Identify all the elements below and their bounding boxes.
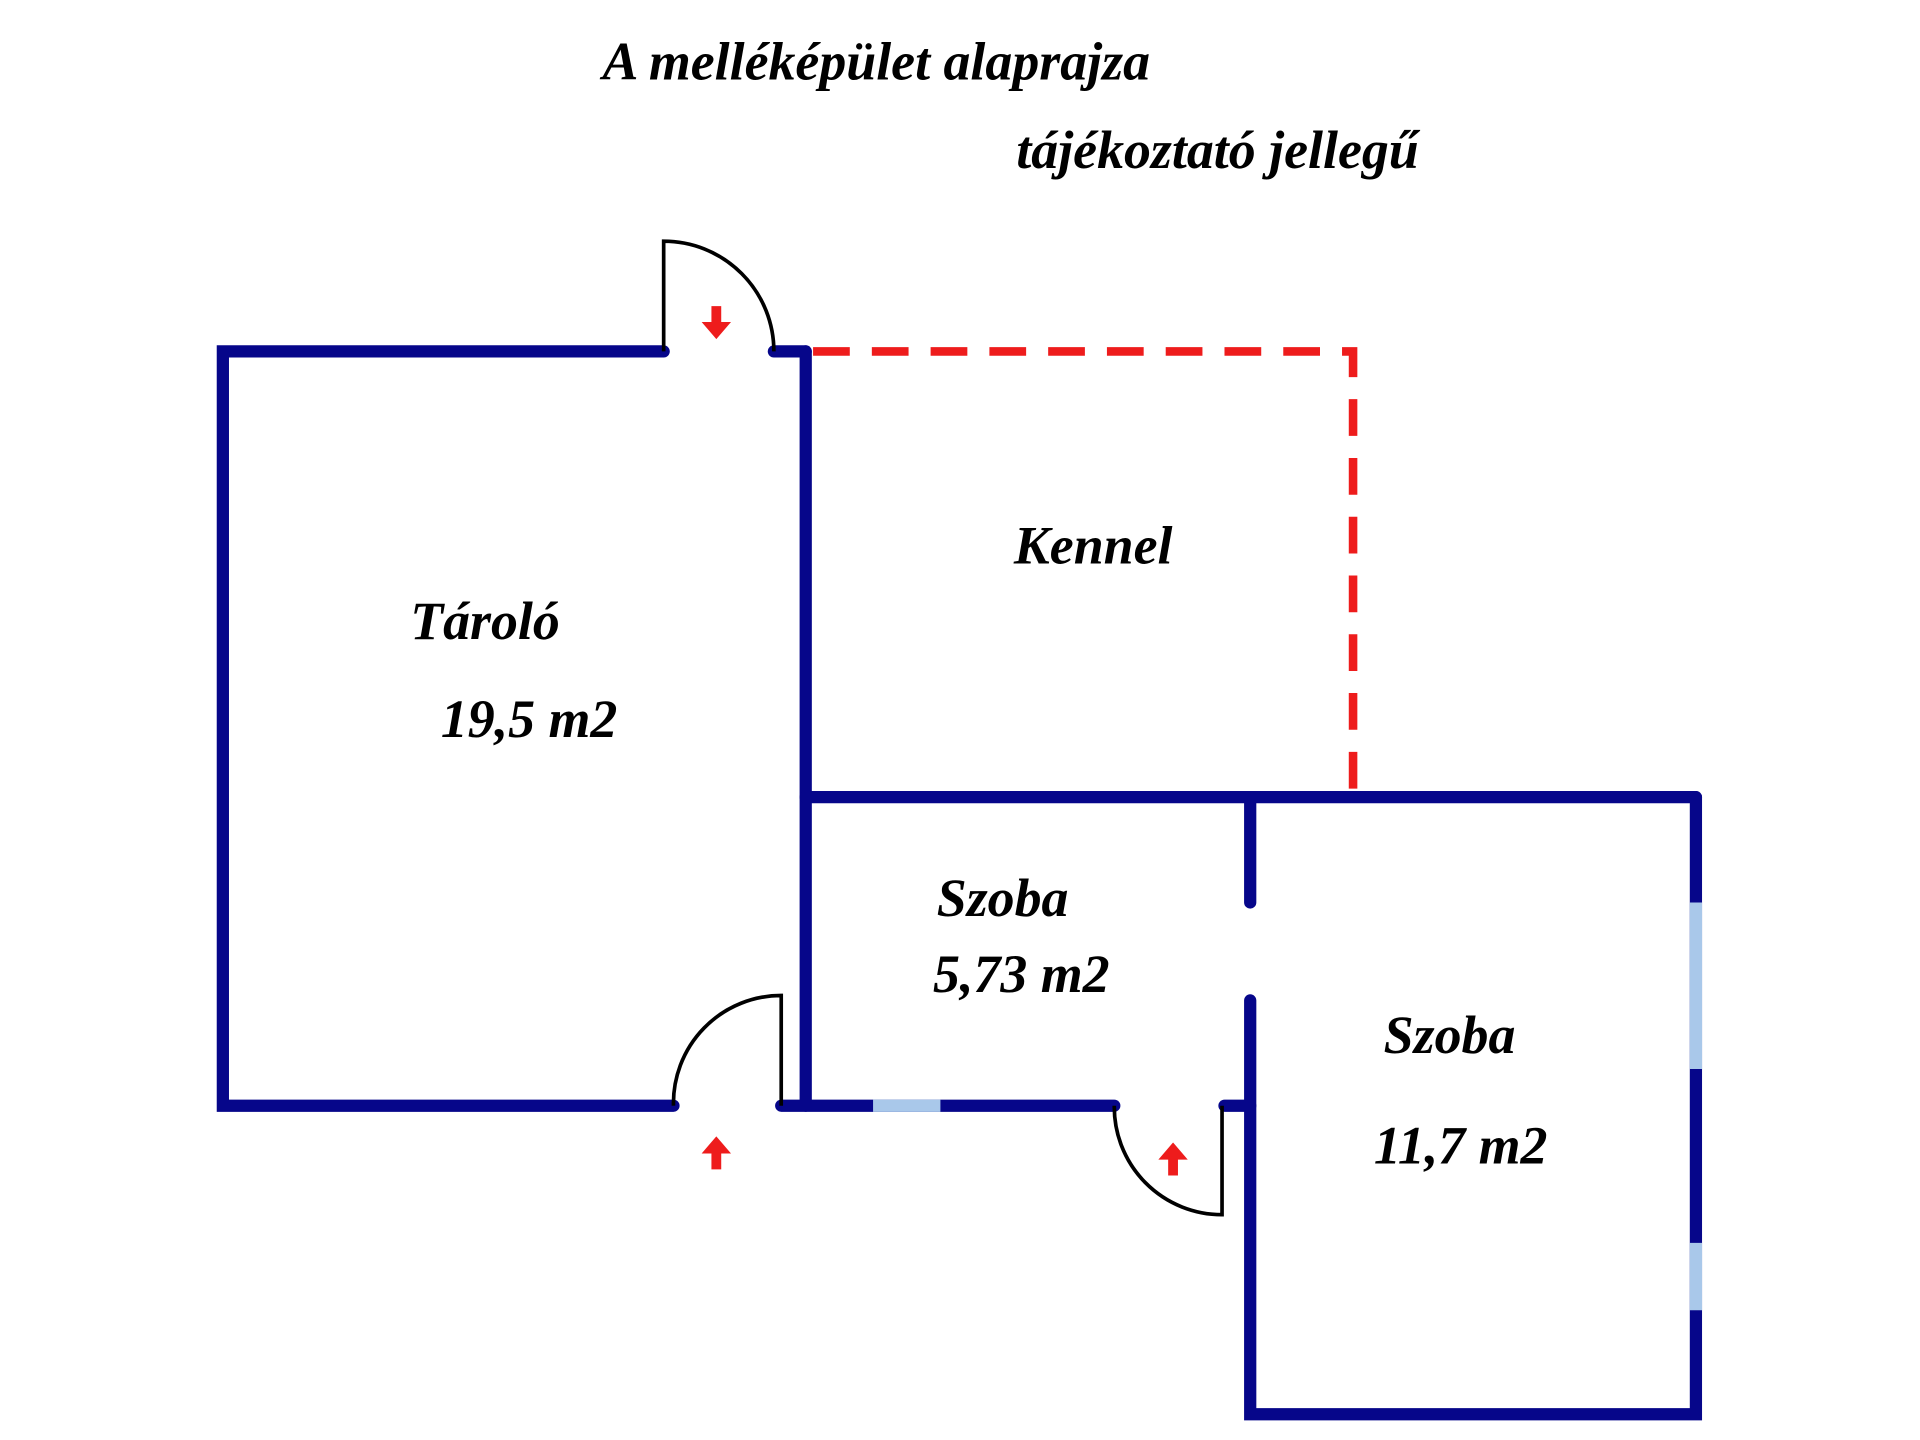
door-bottom-middle bbox=[1112, 1105, 1224, 1217]
plan-title: A melléképület alaprajza bbox=[599, 32, 1150, 92]
arrow-down-icon bbox=[701, 306, 732, 340]
door-bottom-left bbox=[671, 993, 784, 1106]
room-name: Szoba bbox=[937, 868, 1069, 928]
entry-arrows bbox=[701, 306, 1188, 1176]
room-area: 5,73 m2 bbox=[933, 944, 1110, 1004]
door-top bbox=[661, 239, 776, 352]
walls bbox=[216, 345, 1703, 1421]
doors bbox=[661, 239, 1224, 1217]
kennel-fence bbox=[813, 347, 1358, 790]
room-area: 19,5 m2 bbox=[441, 689, 618, 749]
room-name: Tároló bbox=[410, 591, 560, 651]
room-area: 11,7 m2 bbox=[1374, 1115, 1548, 1175]
windows bbox=[873, 902, 1703, 1311]
room-name: Szoba bbox=[1384, 1005, 1516, 1065]
room-name: Kennel bbox=[1013, 515, 1173, 575]
arrow-up-icon bbox=[1158, 1142, 1188, 1176]
arrow-up-icon bbox=[701, 1136, 732, 1170]
plan-subtitle: tájékoztató jellegű bbox=[1016, 120, 1420, 180]
